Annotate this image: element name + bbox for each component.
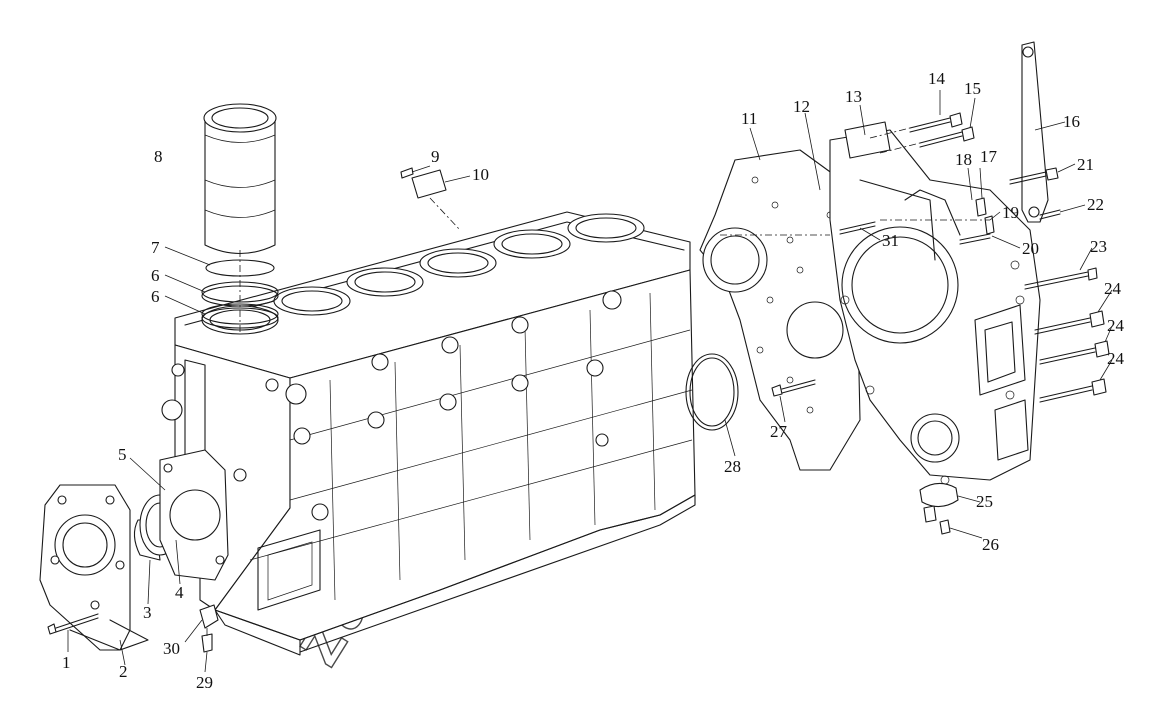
callout-27: 27	[770, 422, 788, 441]
callout-15: 15	[964, 79, 981, 98]
callout-30: 30	[163, 639, 180, 658]
bolts-14-15	[869, 112, 975, 154]
flywheel-housing	[829, 121, 1041, 485]
long-bolts	[1024, 267, 1110, 403]
bolt-27	[771, 379, 816, 397]
callout-21: 21	[1077, 155, 1094, 174]
cylinder-liner	[203, 103, 277, 335]
studs-21-22	[1009, 167, 1061, 220]
callout-13: 13	[845, 87, 862, 106]
front-plate	[159, 449, 229, 581]
callout-28: 28	[724, 457, 741, 476]
callout-24b: 24	[1107, 316, 1125, 335]
callout-10: 10	[472, 165, 489, 184]
callout-12: 12	[793, 97, 810, 116]
callout-17: 17	[980, 147, 998, 166]
callout-23: 23	[1090, 237, 1107, 256]
rear-plate	[699, 149, 861, 471]
callout-numbers: 1 2 3 4 5 6 6 7 8 9 10 11 12 13 14 15 16…	[62, 69, 1125, 692]
leader-lines	[67, 90, 1113, 673]
callout-1: 1	[62, 653, 71, 672]
callout-25: 25	[976, 492, 993, 511]
inspection-cover	[919, 482, 959, 535]
callout-6b: 6	[151, 287, 160, 306]
callout-5: 5	[118, 445, 127, 464]
cover-plate	[400, 167, 461, 231]
gasket-ring	[685, 353, 739, 431]
callout-2: 2	[119, 662, 128, 681]
callout-14: 14	[928, 69, 946, 88]
callout-6a: 6	[151, 266, 160, 285]
bolt-1	[47, 613, 99, 635]
callout-4: 4	[175, 583, 184, 602]
callout-7: 7	[151, 238, 160, 257]
lifting-bracket	[1021, 41, 1049, 223]
callout-3: 3	[143, 603, 152, 622]
callout-29: 29	[196, 673, 213, 692]
small-studs	[839, 197, 995, 245]
core-plugs	[233, 290, 622, 521]
callout-20: 20	[1022, 239, 1039, 258]
callout-8: 8	[154, 147, 163, 166]
cylinder-block	[161, 211, 696, 656]
callout-24a: 24	[1104, 279, 1122, 298]
sensor	[199, 604, 219, 653]
callout-9: 9	[431, 147, 440, 166]
callout-22: 22	[1087, 195, 1104, 214]
liner-seal-rings	[201, 259, 279, 329]
callout-26: 26	[982, 535, 999, 554]
callout-11: 11	[741, 109, 757, 128]
callout-16: 16	[1063, 112, 1080, 131]
callout-19: 19	[1002, 203, 1019, 222]
callout-31: 31	[882, 231, 899, 250]
callout-24c: 24	[1107, 349, 1125, 368]
callout-18: 18	[955, 150, 972, 169]
front-seal-housing	[39, 484, 149, 651]
block-ribs	[249, 292, 693, 601]
